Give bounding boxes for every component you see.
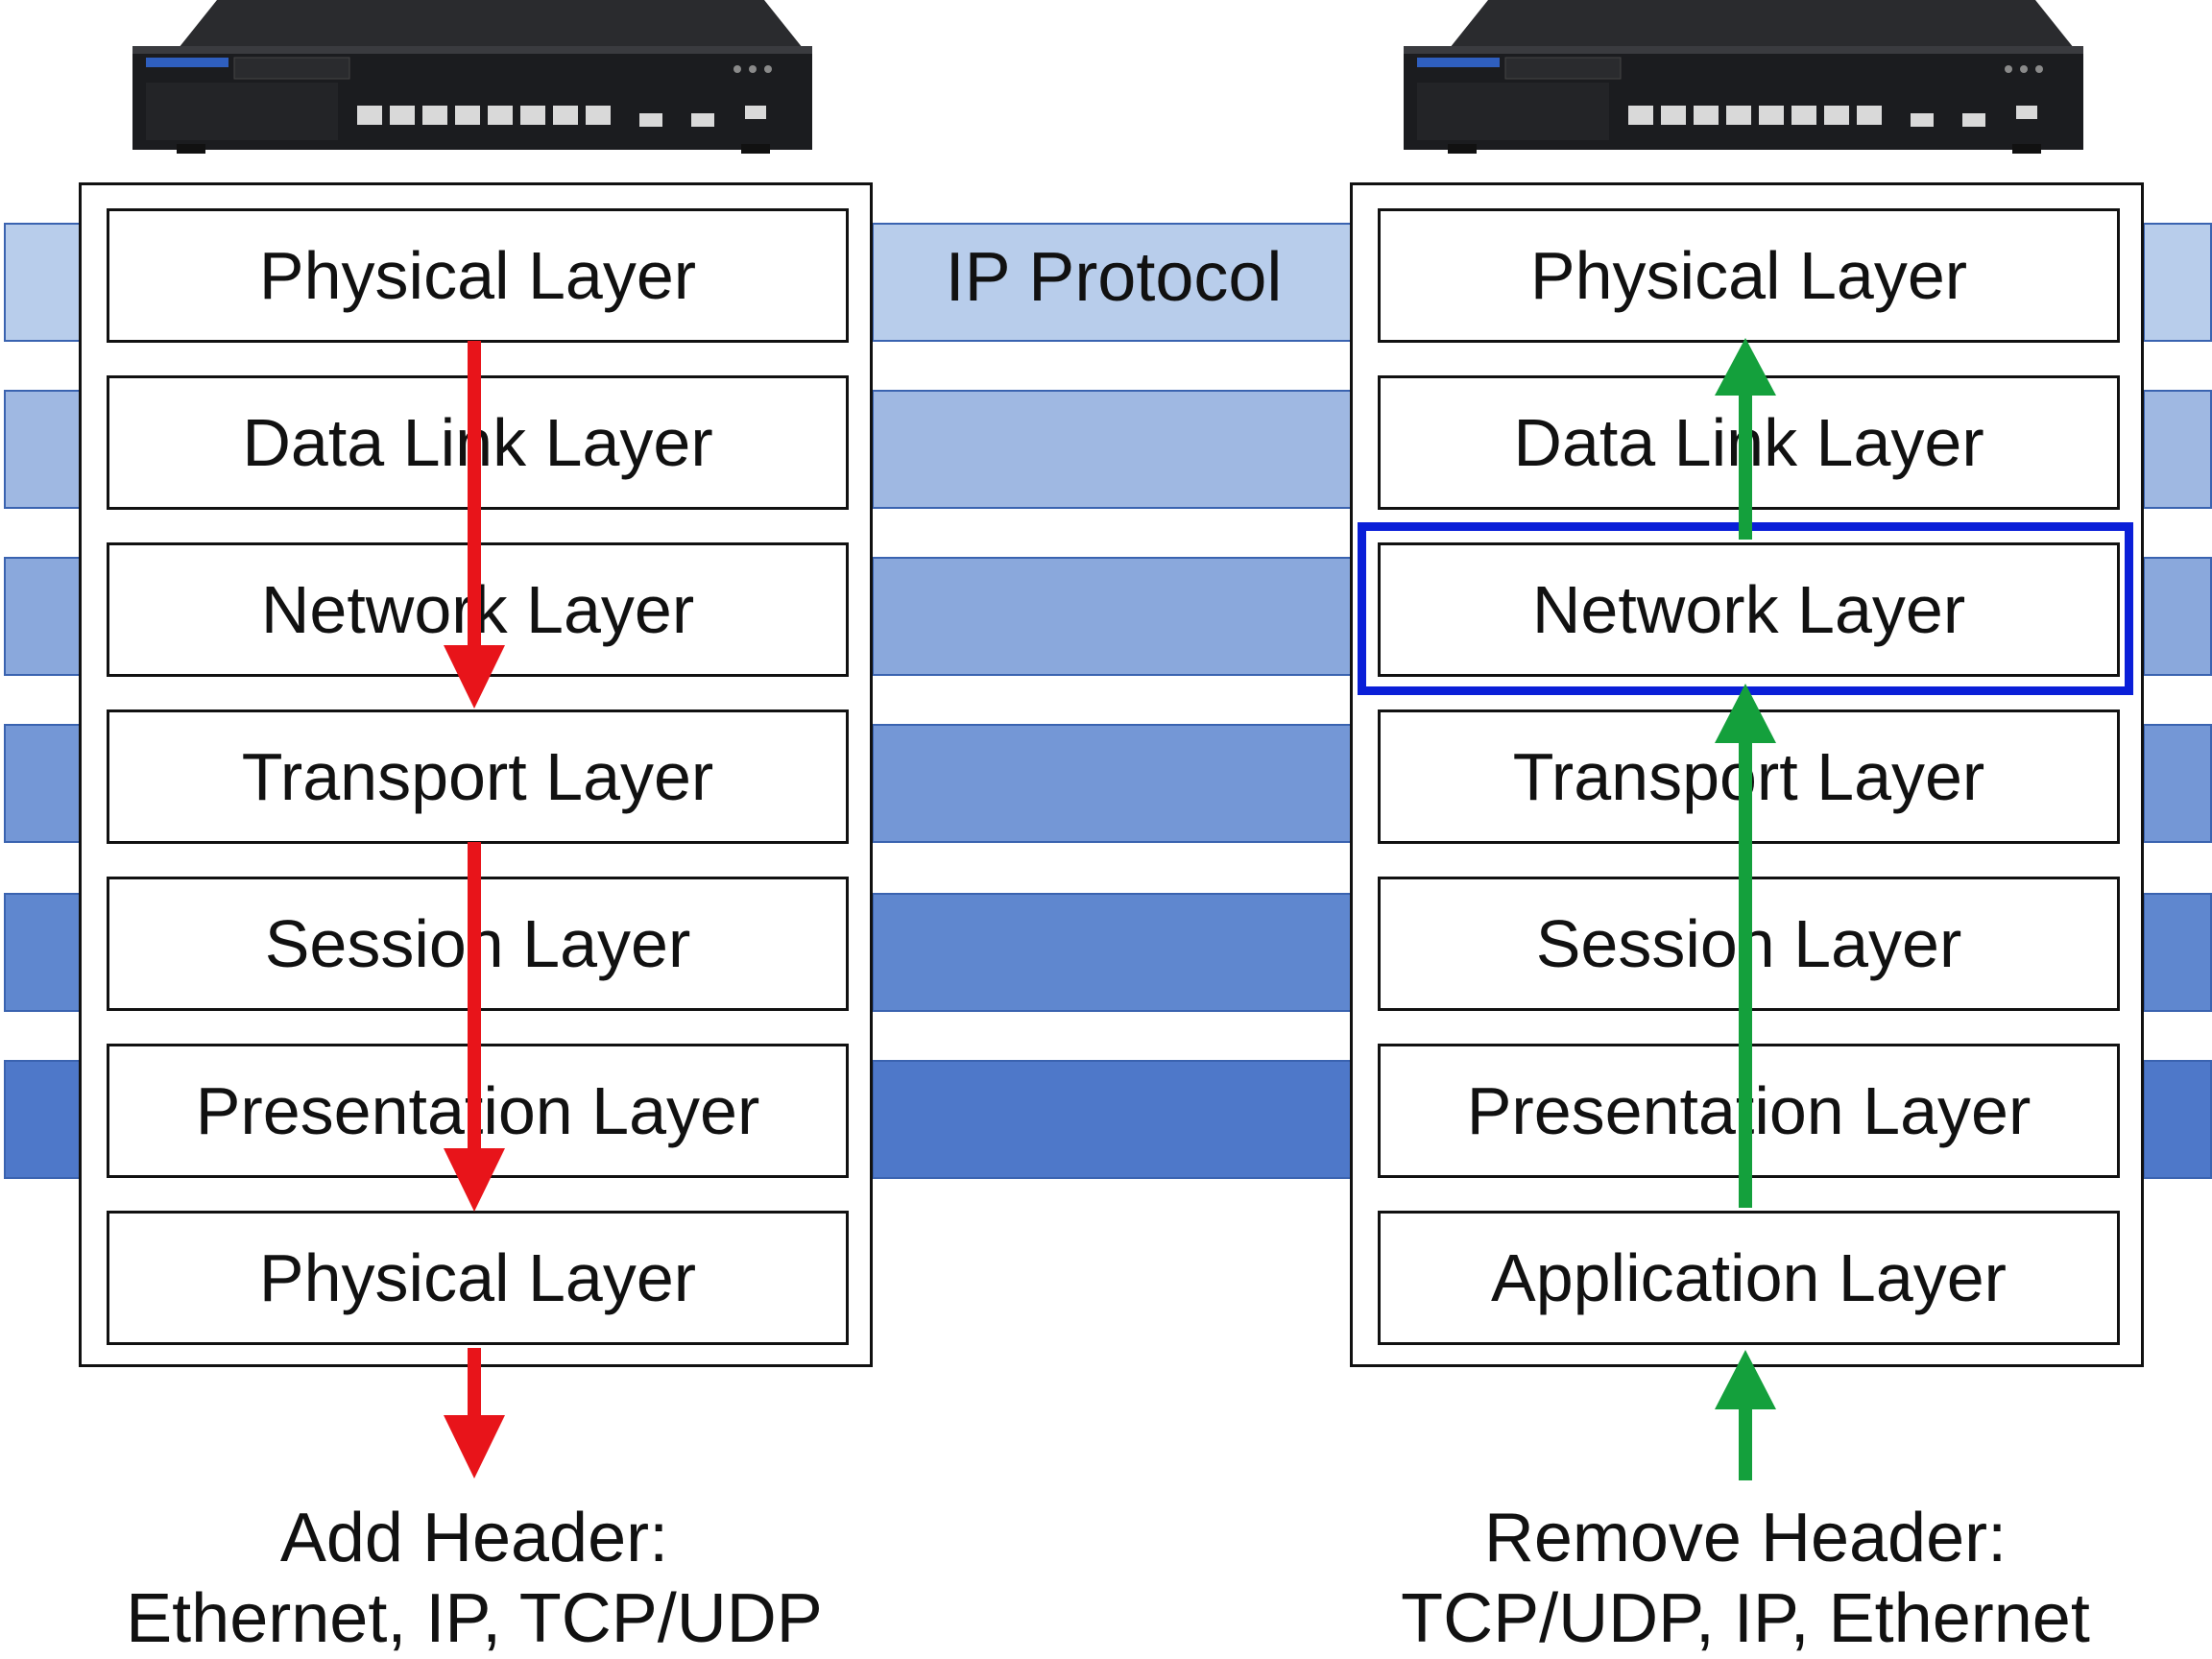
receiver-caption-line1: Remove Header: <box>1483 1500 2008 1576</box>
protocol-label: IP Protocol <box>945 239 1283 316</box>
receive-arrows <box>1715 338 1776 1480</box>
band-2 <box>0 390 2212 509</box>
receive-arrow-2-head <box>1715 684 1776 743</box>
sender-caption-line2: Ethernet, IP, TCP/UDP <box>126 1580 823 1657</box>
sender-layer-4: Transport Layer <box>107 709 849 844</box>
band-6 <box>0 1060 2212 1179</box>
receiver-layer-7: Application Layer <box>1378 1211 2120 1345</box>
receiver-layer-3: Network Layer <box>1378 542 2120 677</box>
send-arrow-2-head <box>444 1148 505 1212</box>
receive-arrow-1-head <box>1715 338 1776 396</box>
sender-layer-7: Physical Layer <box>107 1211 849 1345</box>
band-1 <box>0 223 2212 342</box>
receiver-layer-1: Physical Layer <box>1378 208 2120 343</box>
receive-arrow-3-shaft <box>1739 1406 1752 1480</box>
band-3 <box>0 557 2212 676</box>
receive-arrow-2-shaft <box>1739 739 1752 1208</box>
receiver-caption-line2: TCP/UDP, IP, Ethernet <box>1401 1580 2090 1657</box>
receiver-switch-icon <box>1404 0 2083 154</box>
send-arrows <box>444 341 505 1479</box>
send-arrow-3-head <box>444 1415 505 1479</box>
band-5 <box>0 893 2212 1012</box>
receive-arrow-3-head <box>1715 1350 1776 1409</box>
send-arrow-2-shaft <box>468 842 481 1168</box>
sender-switch-icon <box>132 0 812 154</box>
sender-layer-1: Physical Layer <box>107 208 849 343</box>
receiver-caption: Remove Header: TCP/UDP, IP, Ethernet <box>1361 1498 2129 1659</box>
band-4 <box>0 724 2212 843</box>
send-arrow-1-shaft <box>468 341 481 653</box>
sender-caption: Add Header: Ethernet, IP, TCP/UDP <box>90 1498 858 1659</box>
send-arrow-3-shaft <box>468 1348 481 1434</box>
sender-caption-line1: Add Header: <box>279 1500 669 1576</box>
receive-arrow-1-shaft <box>1739 384 1752 540</box>
send-arrow-1-head <box>444 645 505 709</box>
